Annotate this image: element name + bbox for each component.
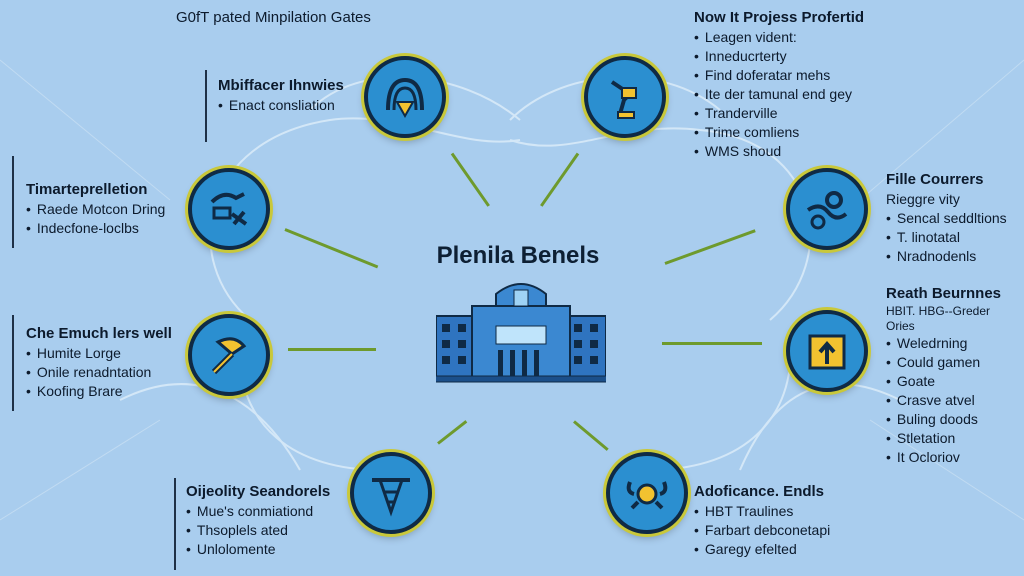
- list-item: Sencal seddltions: [886, 209, 1007, 228]
- list-item: Could gamen: [886, 353, 1018, 372]
- node-hand-lever: [584, 56, 666, 138]
- list-item: Onile renadntation: [26, 363, 172, 382]
- list-item: Thsoplels ated: [186, 521, 330, 540]
- upper-left-block: Mbiffacer Ihnwies Enact consliation: [218, 76, 344, 115]
- tool-pick-icon: [211, 337, 247, 375]
- list-item: Goate: [886, 372, 1018, 391]
- connector: [288, 348, 376, 351]
- bottom-left-title: Oijeolity Seandorels: [186, 483, 331, 500]
- list-item: T. linotatal: [886, 228, 1007, 247]
- list-item: It Ocloriov: [886, 448, 1018, 467]
- top-left-title: G0fT pated Minpilation Gates: [176, 9, 371, 26]
- tower-icon: [372, 478, 410, 517]
- connector: [662, 342, 762, 345]
- arch-shield-icon: [386, 77, 424, 119]
- right-low-subtitle: HBIT. HBG--Greder Ories: [886, 304, 991, 333]
- list-item: Farbart debconetapi: [694, 521, 830, 540]
- list-item: Tranderville: [694, 104, 864, 123]
- list-item: Raede Motcon Dring: [26, 200, 165, 219]
- node-tower: [350, 452, 432, 534]
- list-item: Find doferatar mehs: [694, 66, 864, 85]
- machine-parts-icon: [210, 192, 248, 226]
- list-item: HBT Traulines: [694, 502, 830, 521]
- list-item: Enact consliation: [218, 96, 344, 115]
- list-item: Garegy efelted: [694, 540, 830, 559]
- bottom-right-title: Adoficance. Endls: [694, 483, 825, 500]
- list-item: Ite der tamunal end gey: [694, 85, 864, 104]
- list-item: Mue's conmiationd: [186, 502, 330, 521]
- list-item: Inneducrterty: [694, 47, 864, 66]
- center-title: Plenila Benels: [436, 242, 600, 269]
- divider: [12, 315, 14, 411]
- list-item: Buling doods: [886, 410, 1018, 429]
- divider: [205, 70, 207, 142]
- list-item: Koofing Brare: [26, 382, 172, 401]
- top-right-block: Now It Projess Profertid Leagen vident: …: [694, 8, 864, 161]
- list-item: Unlolomente: [186, 540, 330, 559]
- node-gears-tools: [786, 168, 868, 250]
- list-item: Nradnodenls: [886, 247, 1007, 266]
- list-item: Crasve atvel: [886, 391, 1018, 410]
- right-low-title: Reath Beurnnes: [886, 285, 1002, 302]
- node-tool-pick: [188, 314, 270, 396]
- upper-left-title: Mbiffacer Ihnwies: [218, 77, 344, 94]
- left-mid-block: Timarteprelletion Raede Motcon Dring Ind…: [26, 180, 165, 238]
- node-crab-gear: [606, 452, 688, 534]
- left-low-title: Che Emuch lers well: [26, 325, 172, 342]
- divider: [174, 478, 176, 570]
- bottom-right-block: Adoficance. Endls HBT Traulines Farbart …: [694, 482, 830, 559]
- list-item: Stletation: [886, 429, 1018, 448]
- bottom-left-block: Oijeolity Seandorels Mue's conmiationd T…: [186, 482, 330, 559]
- building-icon: [436, 283, 606, 383]
- list-item: Leagen vident:: [694, 28, 864, 47]
- gears-tools-icon: [806, 191, 848, 230]
- box-arrow-icon: [808, 334, 846, 370]
- list-item: WMS shoud: [694, 142, 864, 161]
- divider: [12, 156, 14, 248]
- list-item: Trime comliens: [694, 123, 864, 142]
- right-low-block: Reath Beurnnes HBIT. HBG--Greder Ories W…: [886, 284, 1018, 467]
- right-upper-subtitle: Rieggre vity: [886, 191, 960, 207]
- crab-gear-icon: [626, 481, 668, 510]
- hand-lever-icon: [610, 80, 637, 119]
- node-machine-parts: [188, 168, 270, 250]
- node-box-arrow: [786, 310, 868, 392]
- top-right-title: Now It Projess Profertid: [694, 9, 865, 26]
- top-left-block: G0fT pated Minpilation Gates: [176, 8, 371, 28]
- right-upper-title: Fille Courrers: [886, 171, 984, 188]
- list-item: Humite Lorge: [26, 344, 172, 363]
- node-arch-shield: [364, 56, 446, 138]
- list-item: Weledrning: [886, 334, 1018, 353]
- left-low-block: Che Emuch lers well Humite Lorge Onile r…: [26, 324, 172, 401]
- left-mid-title: Timarteprelletion: [26, 181, 148, 198]
- right-upper-block: Fille Courrers Rieggre vity Sencal seddl…: [886, 170, 1007, 266]
- list-item: Indecfone-loclbs: [26, 219, 165, 238]
